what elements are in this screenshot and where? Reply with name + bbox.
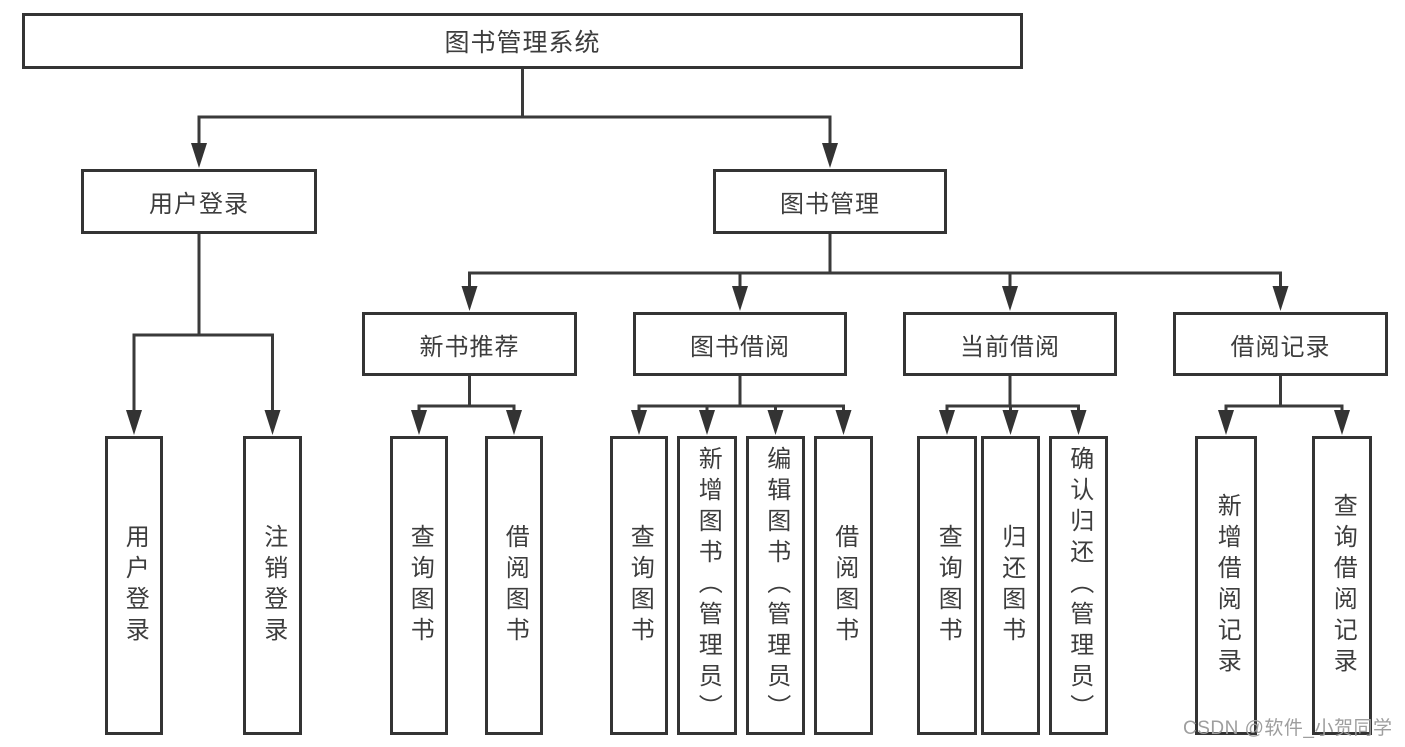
edge-user-login-module [126,232,281,435]
node-borrow-book-2: 借阅图书 [814,436,873,735]
node-user-login-module: 用户登录 [81,169,317,234]
node-query-book-3: 查询图书 [917,436,977,735]
arrowhead-down-icon [939,410,955,435]
node-new-book-recommend: 新书推荐 [362,312,577,376]
arrowhead-down-icon [1002,410,1019,435]
arrowhead-down-icon [1334,410,1350,435]
node-edit-book-admin: 编辑图书（管理员） [746,436,805,735]
node-label: 图书管理 [780,191,880,218]
node-label: 查询图书 [934,523,962,648]
node-label: 查询借阅记录 [1329,492,1357,679]
node-label: 用户登录 [121,523,149,648]
node-label: 查询图书 [626,523,654,648]
node-label: 图书管理系统 [444,29,601,57]
arrowhead-down-icon [699,410,715,435]
node-label: 新增图书（管理员） [694,446,722,725]
node-label: 借阅图书 [830,523,858,648]
arrowhead-down-icon [767,410,784,435]
node-book-management: 图书管理 [713,169,947,234]
node-label: 查询图书 [406,523,434,648]
arrowhead-down-icon [822,143,838,168]
node-query-borrow-record: 查询借阅记录 [1312,436,1372,735]
edge-root [191,67,838,168]
arrowhead-down-icon [506,410,522,435]
node-label: 确认归还（管理员） [1065,446,1093,725]
watermark-text: CSDN @软件_小贺同学 [1183,718,1393,739]
node-label: 当前借阅 [960,333,1060,361]
node-root: 图书管理系统 [22,13,1023,69]
node-user-login: 用户登录 [105,436,163,735]
node-query-book-1: 查询图书 [390,436,448,735]
node-label: 编辑图书（管理员） [762,446,790,725]
node-borrow-book-1: 借阅图书 [485,436,543,735]
node-label: 借阅记录 [1230,333,1331,361]
node-add-book-admin: 新增图书（管理员） [677,436,737,735]
node-current-borrow: 当前借阅 [903,312,1117,376]
node-book-borrow: 图书借阅 [633,312,847,376]
node-logout: 注销登录 [243,436,302,735]
edge-new-book-recommend [411,374,522,435]
node-query-book-2: 查询图书 [610,436,668,735]
edge-borrow-record [1218,374,1350,435]
edge-book-borrow [631,374,852,435]
node-label: 图书借阅 [690,333,790,361]
arrowhead-down-icon [1070,410,1087,435]
node-add-borrow-record: 新增借阅记录 [1195,436,1257,735]
node-borrow-record: 借阅记录 [1173,312,1388,376]
arrowhead-down-icon [264,410,281,435]
arrowhead-down-icon [411,410,427,435]
arrowhead-down-icon [835,410,852,435]
node-return-book: 归还图书 [981,436,1040,735]
node-label: 用户登录 [149,191,249,218]
node-label: 归还图书 [997,523,1025,648]
edge-current-borrow [939,374,1087,435]
arrowhead-down-icon [191,143,207,168]
arrowhead-down-icon [732,286,748,311]
arrowhead-down-icon [1002,286,1018,311]
arrowhead-down-icon [461,286,478,311]
arrowhead-down-icon [631,410,647,435]
arrowhead-down-icon [1218,410,1234,435]
arrowhead-down-icon [126,410,142,435]
node-confirm-return-admin: 确认归还（管理员） [1049,436,1108,735]
node-label: 注销登录 [259,523,287,648]
node-label: 新书推荐 [419,333,520,361]
node-label: 借阅图书 [501,523,529,648]
node-label: 新增借阅记录 [1213,492,1241,679]
arrowhead-down-icon [1272,286,1289,311]
edge-book-management [461,232,1289,311]
